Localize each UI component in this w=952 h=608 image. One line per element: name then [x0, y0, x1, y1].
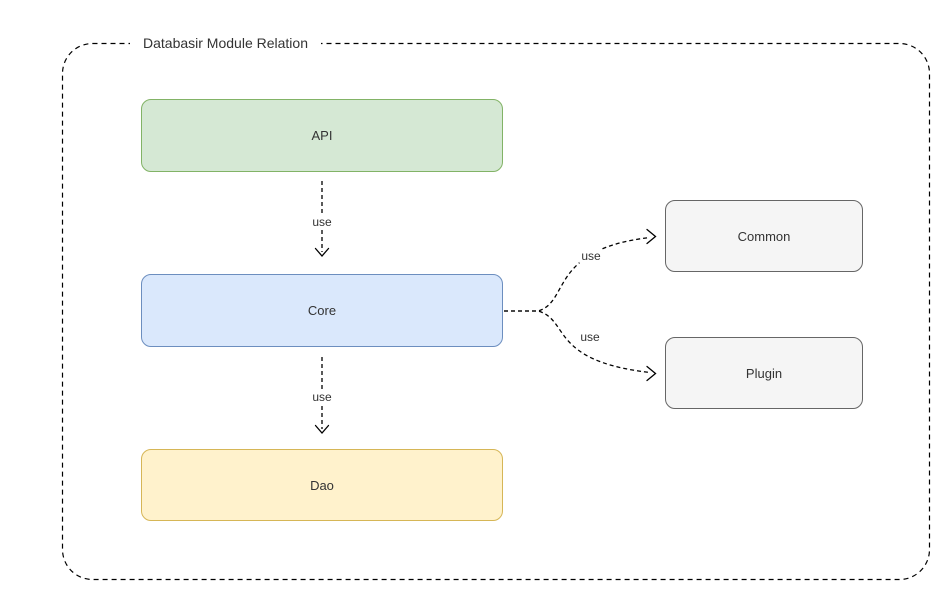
node-api: API: [141, 99, 503, 172]
edge-label-core-common: use: [579, 249, 603, 263]
edge-core-plugin: [504, 310, 651, 374]
edge-label-api-core: use: [310, 215, 334, 229]
node-core: Core: [141, 274, 503, 347]
node-api-label: API: [311, 128, 333, 143]
arrowhead-core-common: [646, 228, 657, 245]
arrowhead-core-dao: [314, 424, 330, 434]
node-dao-label: Dao: [310, 477, 334, 493]
edge-core-common: [504, 236, 651, 312]
arrowhead-api-core: [314, 247, 330, 257]
edge-label-core-dao: use: [310, 390, 334, 404]
node-common: Common: [665, 200, 863, 272]
edge-label-core-plugin: use: [578, 330, 602, 344]
node-plugin-label: Plugin: [745, 365, 783, 381]
diagram-title: Databasir Module Relation: [130, 35, 321, 52]
node-common-label: Common: [737, 228, 791, 244]
node-core-label: Core: [307, 303, 337, 318]
node-plugin: Plugin: [665, 337, 863, 409]
node-dao: Dao: [141, 449, 503, 521]
arrowhead-core-plugin: [646, 365, 657, 382]
